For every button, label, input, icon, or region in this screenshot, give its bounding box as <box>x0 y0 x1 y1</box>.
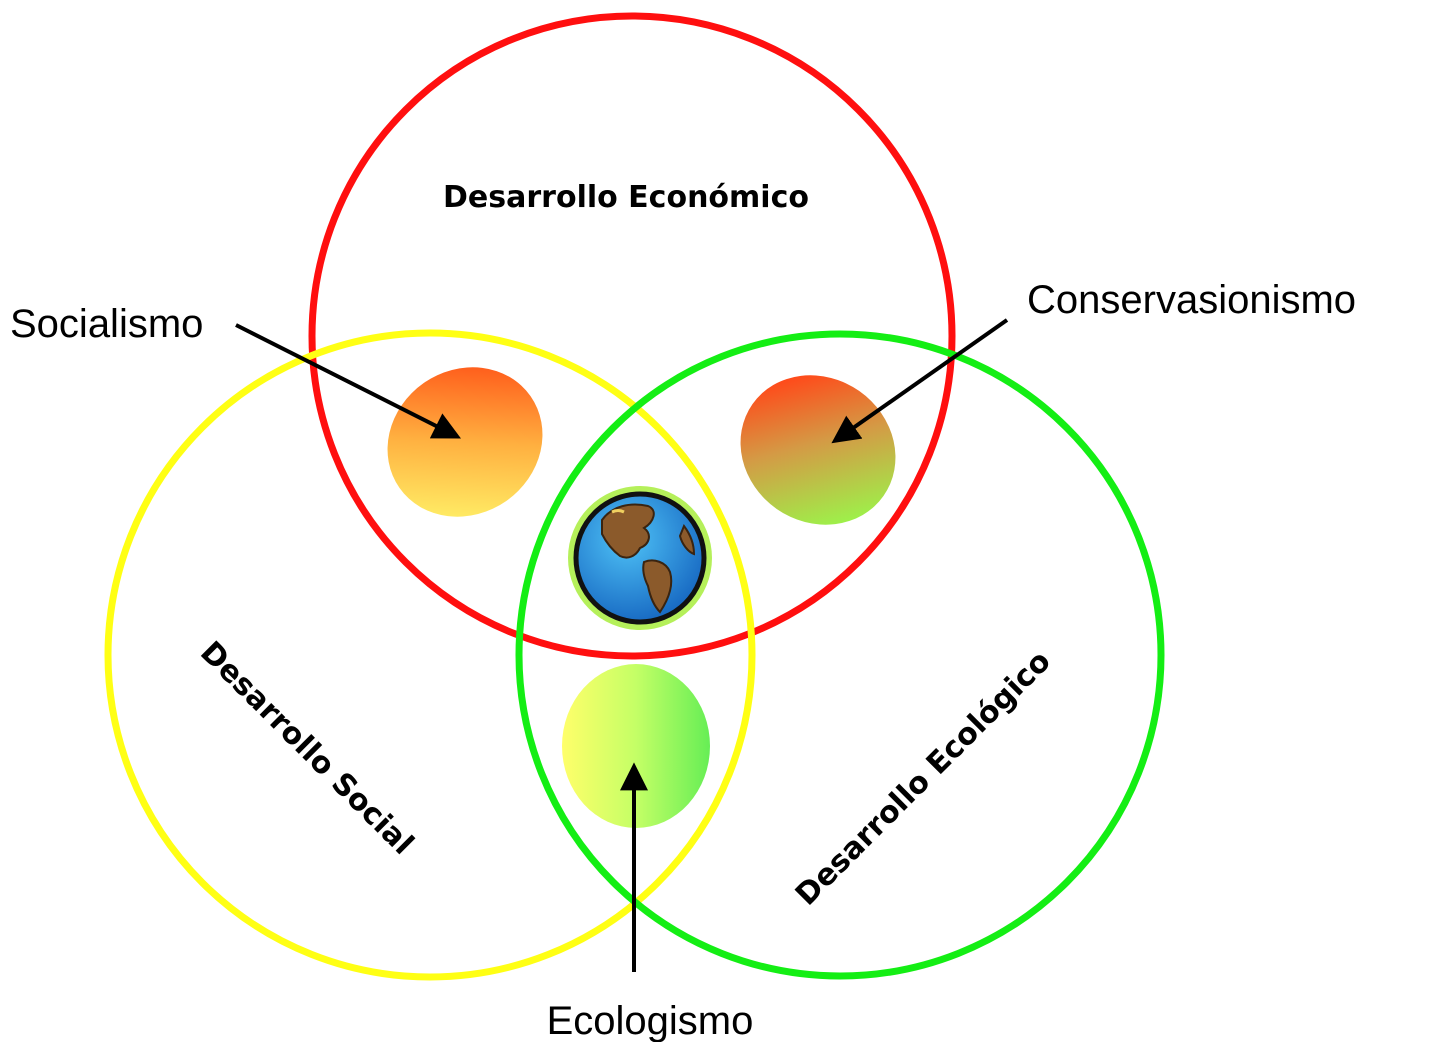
circle-social <box>104 329 756 981</box>
socialismo-region <box>387 367 543 517</box>
economic-label: Desarrollo Económico <box>443 180 809 215</box>
conservacionismo-arrow <box>831 318 1009 444</box>
socialismo-arrow <box>235 323 461 439</box>
circle-ecological <box>515 330 1165 980</box>
conservacionismo-region <box>740 375 896 525</box>
social-label: Desarrollo Social <box>193 635 420 862</box>
circle-economic <box>308 12 956 660</box>
ecologismo-label: Ecologismo <box>547 999 754 1042</box>
conservacionismo-label: Conservasionismo <box>1027 278 1356 322</box>
ecological-label: Desarrollo Ecológico <box>789 644 1058 913</box>
ecologismo-region <box>562 664 710 828</box>
socialismo-label: Socialismo <box>10 302 203 346</box>
globe-icon <box>568 486 712 630</box>
